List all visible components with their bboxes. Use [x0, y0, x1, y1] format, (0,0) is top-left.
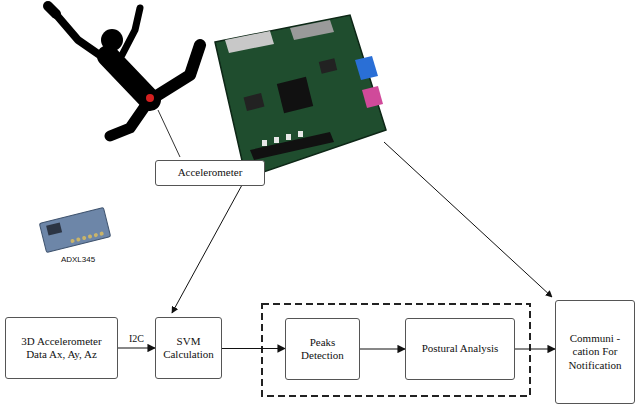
board-switches: [262, 131, 303, 146]
module-chip: [46, 222, 62, 235]
node-text: Accelerometer: [178, 166, 243, 179]
board-connector: [362, 86, 383, 108]
fpga-board: [215, 15, 386, 178]
flow-arrow: [118, 347, 155, 348]
process-box: Postural Analysis: [405, 318, 515, 380]
board-connector: [355, 56, 378, 80]
module-pins: [70, 231, 104, 243]
person-torso: [108, 56, 150, 100]
board-chip: [277, 77, 313, 113]
dashed-group: [262, 304, 530, 396]
process-box: Peaks Detection: [285, 318, 360, 380]
board-connector: [225, 31, 274, 53]
person-leg: [110, 102, 148, 136]
node-text: SVM Calculation: [160, 335, 217, 361]
node-text: Postural Analysis: [422, 342, 499, 355]
board-pcb: [215, 15, 386, 178]
leader-line: [158, 110, 180, 157]
process-box: Communi -cation For Notification: [555, 300, 635, 404]
board-chip: [319, 58, 337, 74]
sensor-dot: [146, 94, 154, 102]
module-board: [39, 207, 110, 252]
person-leg: [150, 45, 200, 100]
flow-arrow: [222, 348, 285, 349]
edge-label: I2C: [127, 333, 146, 344]
board-connector: [290, 20, 334, 40]
board-header: [250, 132, 334, 160]
sensor-module: [39, 207, 110, 252]
board-arrow: [384, 142, 552, 297]
falling-person: [48, 6, 200, 136]
node-text: Communi -cation For Notification: [560, 332, 630, 372]
board-chip: [244, 93, 265, 111]
flow-arrow: [515, 348, 555, 349]
person-hand: [48, 6, 56, 14]
person-arm: [54, 12, 104, 58]
process-box: SVM Calculation: [155, 317, 222, 379]
node-text: 3D Accelerometer Data Ax, Ay, Az: [10, 335, 113, 361]
person-arm: [122, 8, 140, 55]
process-box: 3D Accelerometer Data Ax, Ay, Az: [5, 317, 118, 379]
node-text: Peaks Detection: [290, 336, 355, 362]
part-label: ADXL345: [48, 255, 108, 264]
flow-arrow: [360, 348, 405, 349]
board-arrow: [172, 174, 248, 313]
process-box: Accelerometer: [155, 160, 265, 186]
